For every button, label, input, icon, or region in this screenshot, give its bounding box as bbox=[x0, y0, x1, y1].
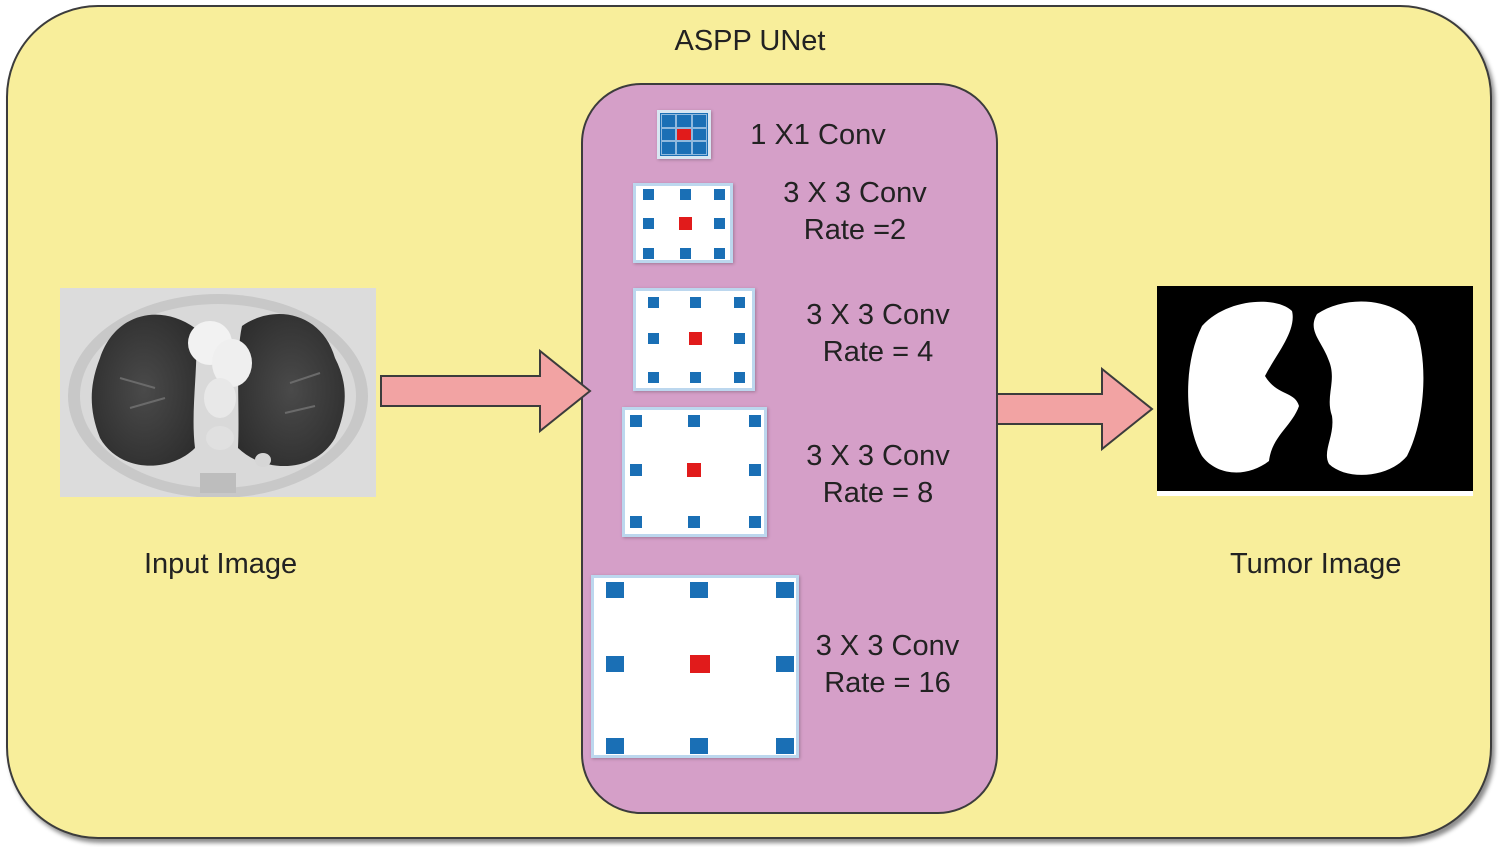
tumor-mask-image bbox=[1157, 286, 1473, 496]
kernel-rate-8 bbox=[622, 407, 767, 537]
kernel-rate-4-label: 3 X 3 Conv Rate = 4 bbox=[806, 299, 950, 368]
kernel-rate-16 bbox=[591, 575, 799, 758]
arrow-to-output bbox=[996, 366, 1154, 452]
kernel-rate-2-label: 3 X 3 Conv Rate =2 bbox=[783, 177, 927, 246]
kernel-rate-8-label: 3 X 3 Conv Rate = 8 bbox=[806, 440, 950, 509]
tumor-image-caption: Tumor Image bbox=[1230, 548, 1402, 580]
kernel-rate-4 bbox=[633, 288, 755, 391]
arrow-to-aspp bbox=[380, 348, 592, 434]
diagram-title: ASPP UNet bbox=[674, 25, 826, 57]
kernel-1x1 bbox=[657, 110, 711, 159]
input-ct-image bbox=[60, 288, 376, 497]
kernel-rate-16-label: 3 X 3 Conv Rate = 16 bbox=[815, 630, 960, 699]
kernel-1x1-label: 1 X1 Conv bbox=[750, 119, 886, 151]
kernel-rate-2 bbox=[633, 183, 733, 263]
input-image-caption: Input Image bbox=[144, 548, 298, 580]
